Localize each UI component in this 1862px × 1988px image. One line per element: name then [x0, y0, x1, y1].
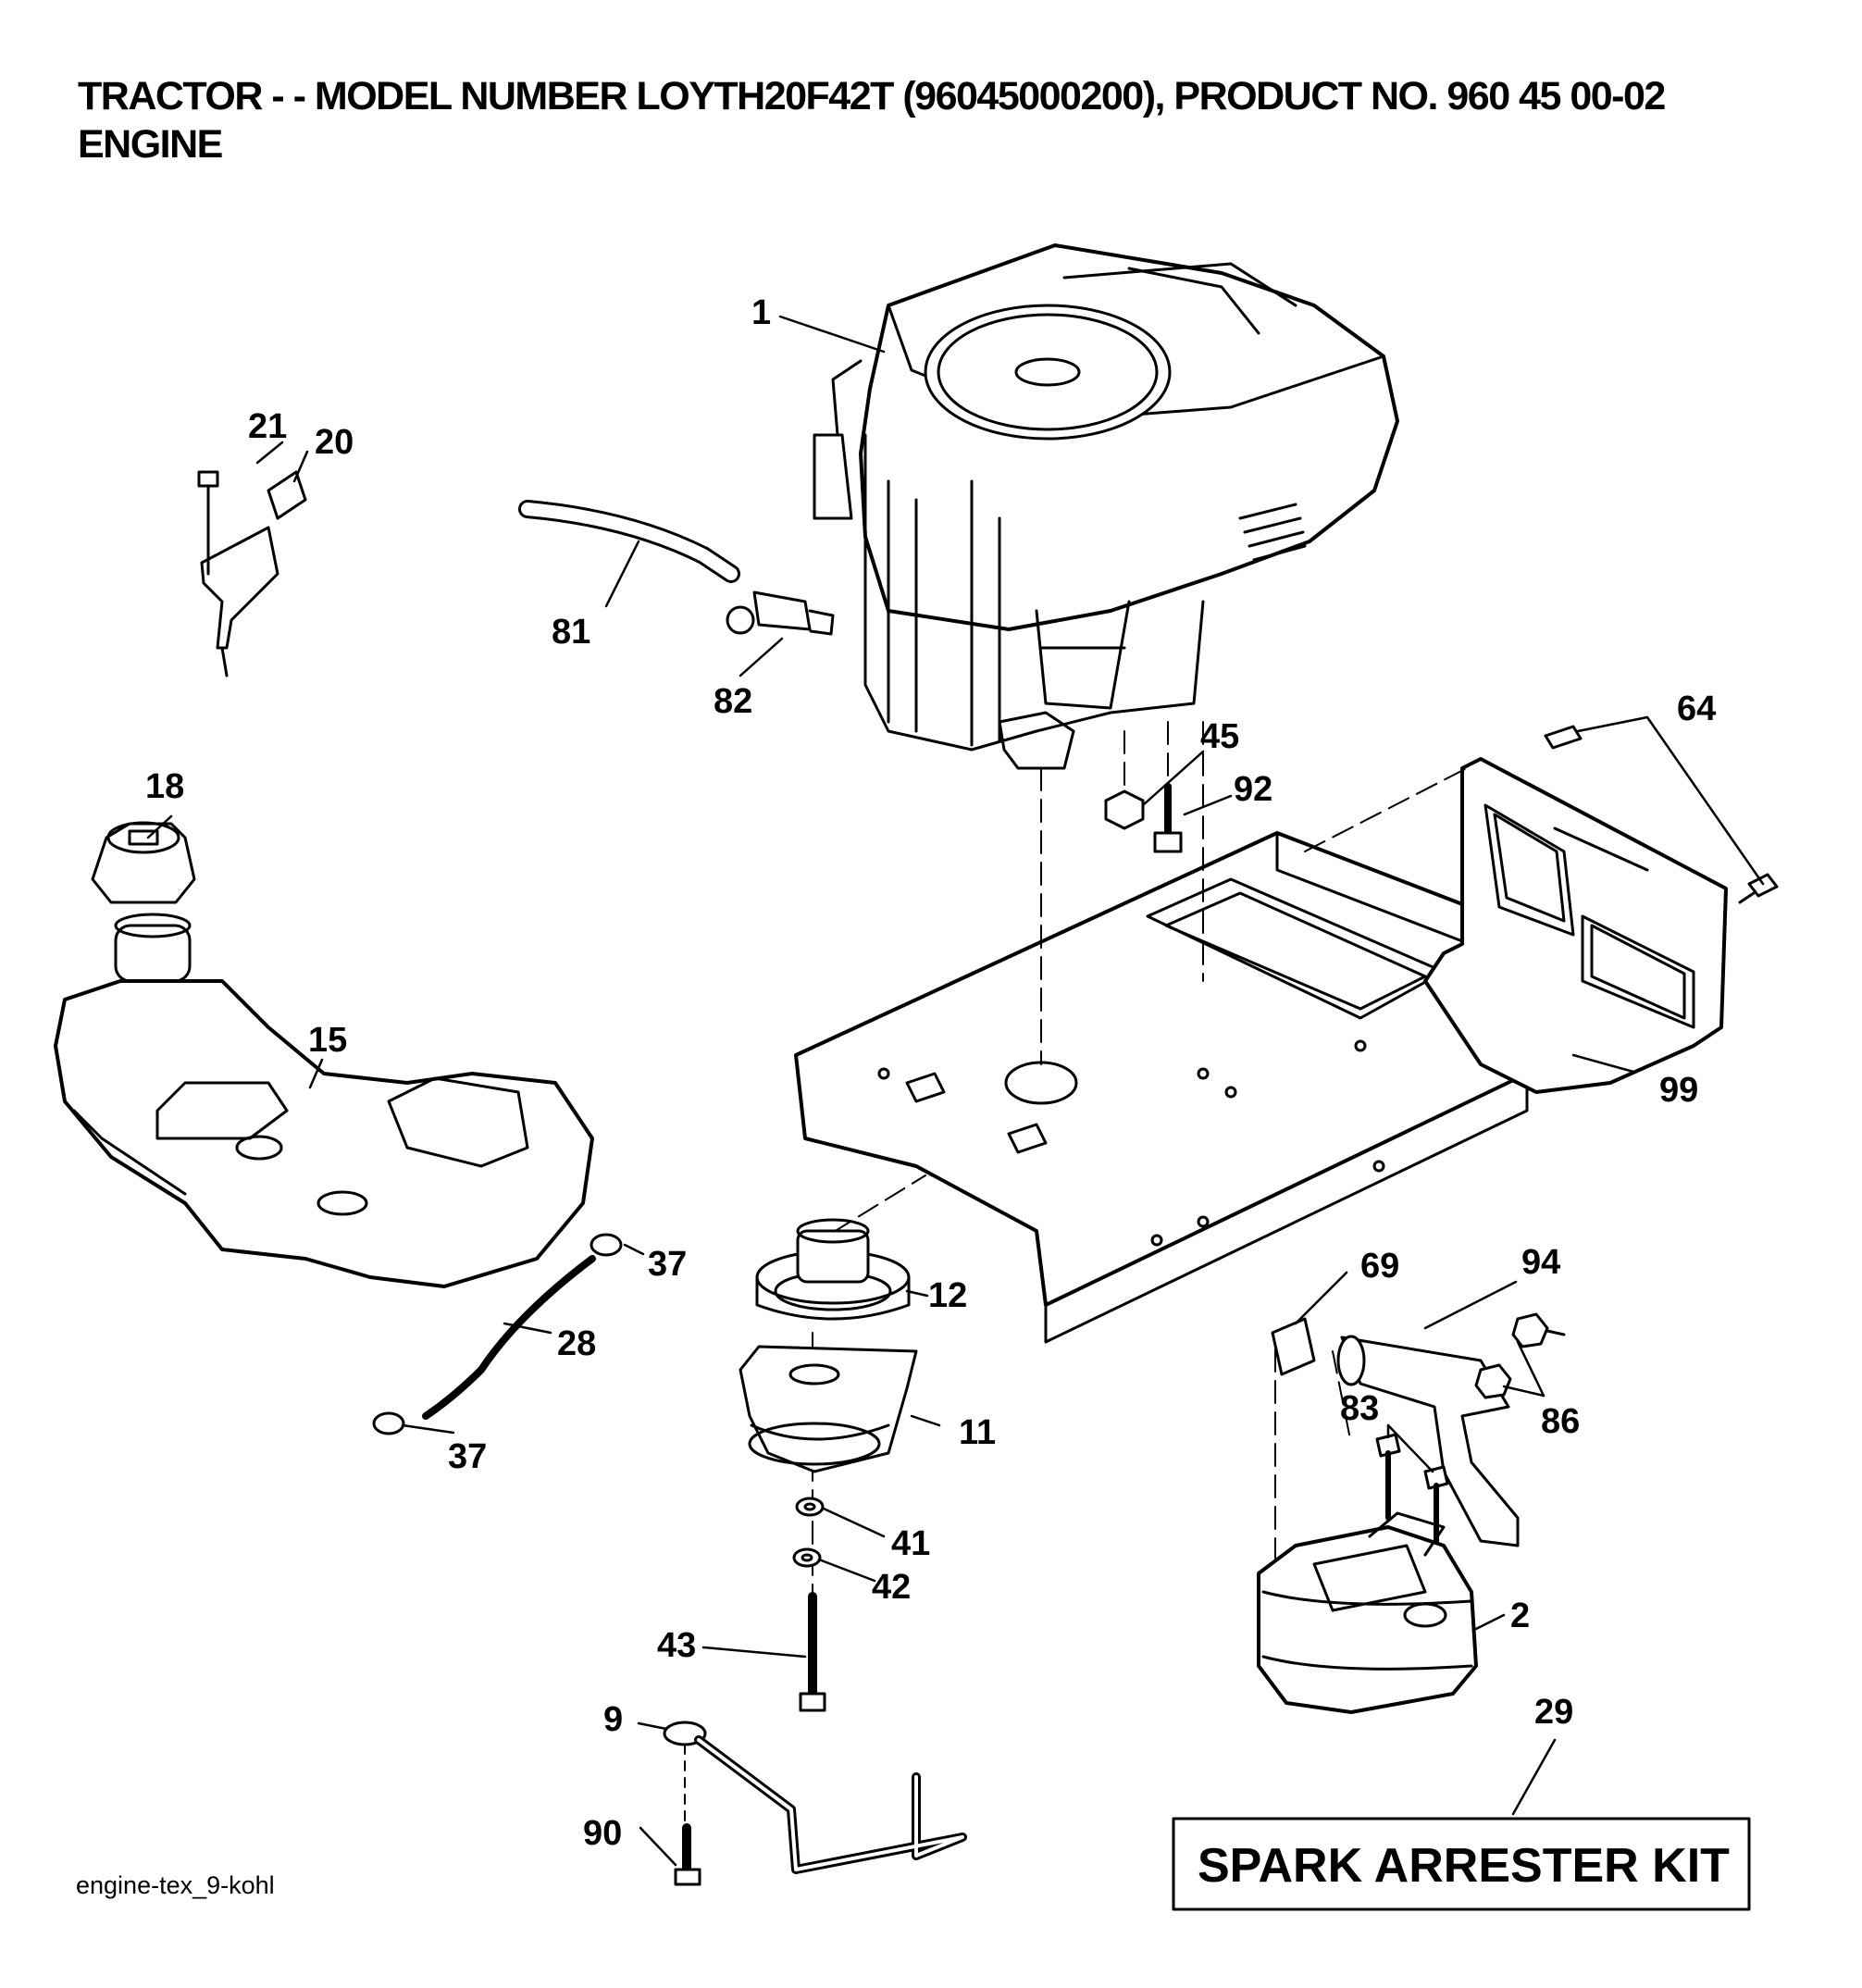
callout-28: 28: [557, 1324, 596, 1363]
spark-arrester-kit-box: [1172, 1817, 1751, 1911]
hose-clamp-37-bottom: [372, 1411, 405, 1435]
callout-90: 90: [583, 1814, 622, 1853]
callout-11: 11: [959, 1413, 996, 1452]
nut-86-upper: [1511, 1312, 1566, 1348]
callout-21: 21: [248, 407, 287, 446]
title-line-1: TRACTOR - - MODEL NUMBER LOYTH20F42T (96…: [78, 74, 1666, 118]
bolt-43: [799, 1592, 826, 1712]
screw-64-lower: [1738, 873, 1779, 904]
bolt-21: [197, 470, 219, 576]
callout-leaders: [146, 315, 1765, 1867]
pulley-12: [755, 1218, 911, 1321]
callout-12: 12: [928, 1276, 967, 1315]
callout-1: 1: [751, 293, 771, 332]
fuel-hose-28: [422, 1255, 596, 1420]
title-line-2: ENGINE: [78, 122, 223, 167]
callout-82: 82: [714, 682, 752, 721]
clutch-11: [739, 1345, 918, 1473]
exhaust-pipe-94: [1336, 1335, 1520, 1547]
bolt-90: [674, 1744, 701, 1886]
callout-99: 99: [1659, 1071, 1698, 1110]
callout-43: 43: [657, 1626, 696, 1665]
callout-86: 86: [1541, 1402, 1580, 1441]
callout-18: 18: [145, 767, 184, 806]
callout-83: 83: [1340, 1389, 1379, 1428]
screw-64-upper: [1544, 725, 1583, 750]
muffler-2: [1257, 1511, 1478, 1714]
bolt-83-right: [1423, 1465, 1449, 1547]
callout-94: 94: [1521, 1243, 1560, 1282]
drawing-code: engine-tex_9-kohl: [76, 1871, 275, 1899]
bolt-92: [1153, 783, 1183, 853]
fuel-line-81: [518, 500, 740, 583]
nut-86-lower: [1474, 1363, 1512, 1399]
fuel-tank-15: [54, 913, 594, 1288]
callout-64: 64: [1677, 690, 1716, 728]
callout-41: 41: [891, 1524, 930, 1563]
callout-69: 69: [1360, 1247, 1399, 1286]
chassis-frame: [794, 831, 1529, 1344]
hose-clamp-37-top: [590, 1233, 623, 1257]
callout-20: 20: [315, 423, 354, 462]
callout-2: 2: [1510, 1597, 1530, 1635]
callout-9: 9: [603, 1700, 623, 1739]
fuel-filter-82: [726, 590, 835, 636]
engine-part: [813, 243, 1399, 770]
nut-45: [1104, 789, 1145, 830]
callout-37-bottom: 37: [448, 1437, 487, 1476]
washer-41: [795, 1497, 825, 1517]
bolt-83-left: [1375, 1433, 1401, 1521]
throttle-control-20: [200, 470, 307, 677]
callout-29: 29: [1534, 1693, 1573, 1732]
spark-arrester-kit-label: SPARK ARRESTER KIT: [1198, 1839, 1730, 1893]
washer-42: [792, 1547, 822, 1568]
fuel-cap-18: [91, 821, 196, 904]
callout-42: 42: [872, 1568, 911, 1607]
callout-92: 92: [1234, 770, 1272, 809]
gasket-69: [1271, 1317, 1316, 1376]
callout-45: 45: [1200, 717, 1239, 756]
heat-shield-99: [1423, 757, 1728, 1094]
callout-15: 15: [308, 1021, 347, 1060]
rod-9: [663, 1721, 967, 1874]
page-title: TRACTOR - - MODEL NUMBER LOYTH20F42T (96…: [78, 72, 1666, 168]
callout-37-top: 37: [648, 1245, 687, 1284]
callout-81: 81: [552, 613, 590, 652]
